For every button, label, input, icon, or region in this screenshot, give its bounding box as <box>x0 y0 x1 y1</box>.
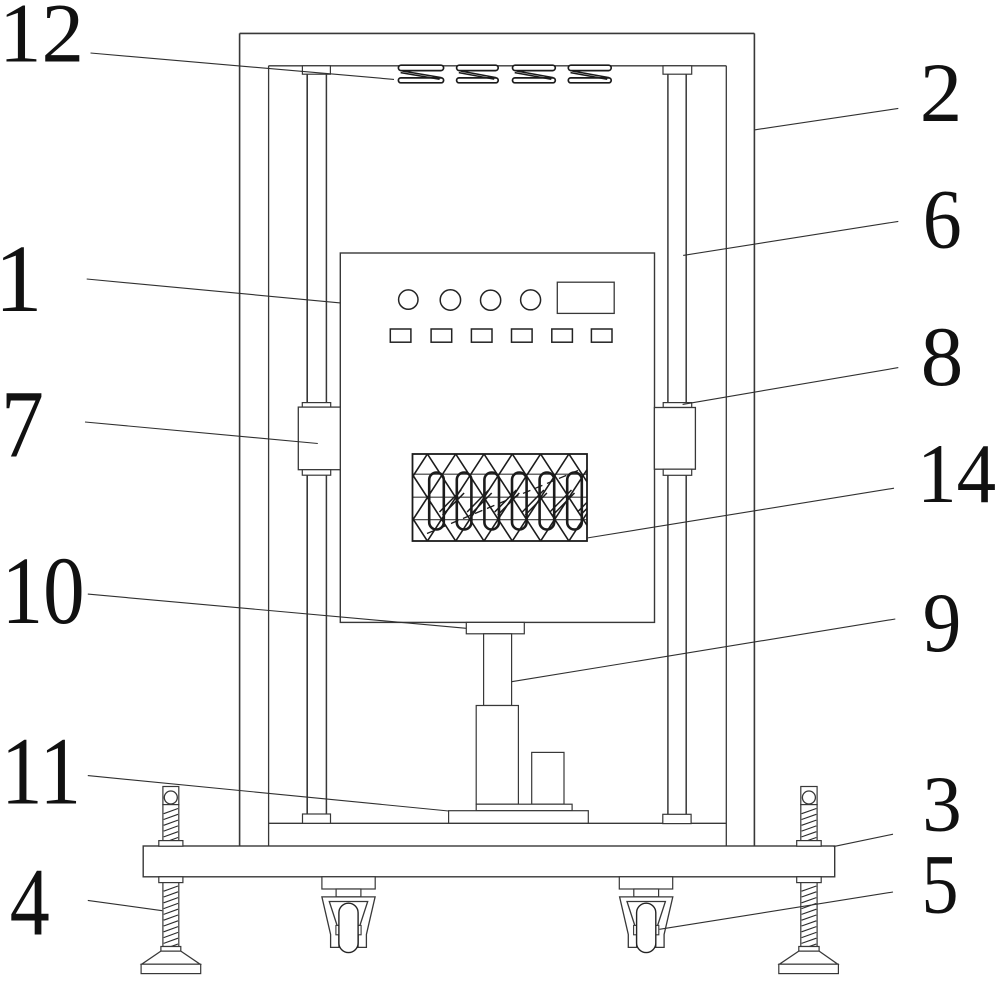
svg-text:9: 9 <box>923 576 962 670</box>
svg-text:1: 1 <box>0 225 43 332</box>
svg-text:5: 5 <box>922 837 959 931</box>
svg-text:10: 10 <box>2 537 85 644</box>
svg-text:8: 8 <box>921 310 964 404</box>
svg-text:14: 14 <box>917 427 996 521</box>
svg-text:2: 2 <box>920 46 963 140</box>
svg-text:11: 11 <box>1 718 81 825</box>
svg-text:4: 4 <box>10 849 50 956</box>
svg-text:6: 6 <box>923 172 962 266</box>
svg-text:7: 7 <box>1 371 44 478</box>
svg-text:3: 3 <box>922 762 962 849</box>
svg-text:12: 12 <box>0 0 84 81</box>
